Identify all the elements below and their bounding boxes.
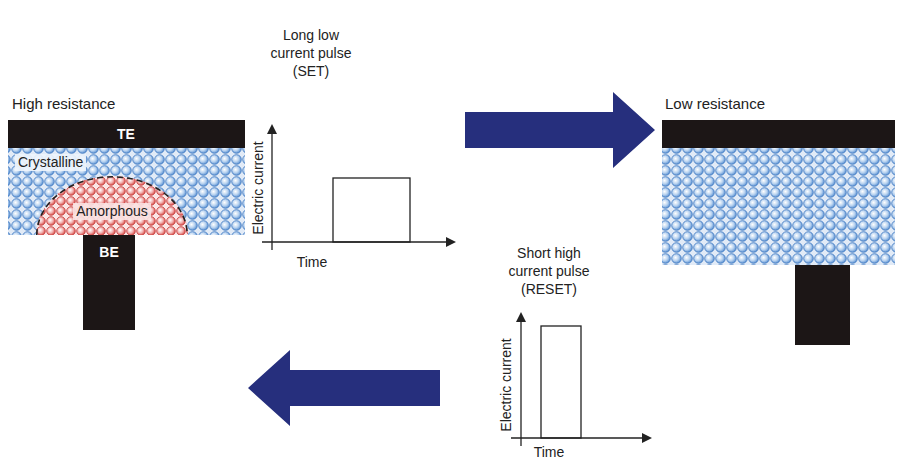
axis-label: Time — [297, 254, 328, 271]
set-pulse-plot — [262, 132, 448, 250]
text-holder: Time — [534, 443, 565, 461]
node-label: High resistance — [12, 95, 115, 112]
top-electrode — [662, 120, 895, 148]
text-holder: Short high current pulse (RESET) — [501, 244, 597, 298]
block-arrow — [465, 92, 655, 168]
axis-label: Time — [534, 444, 565, 461]
reset-pulse-chart: Short high current pulse (RESET) Electric… — [440, 240, 665, 464]
set-pulse-chart: Long low current pulse (SET) Electric cur… — [240, 22, 465, 278]
amorphous-fill — [36, 176, 188, 235]
text-holder: BE — [99, 243, 118, 261]
axis-label: Electric current — [498, 338, 515, 431]
node-label: TE — [117, 126, 135, 143]
text-holder: Amorphous — [73, 202, 151, 220]
text-holder: High resistance — [12, 95, 115, 113]
text-holder: Long low current pulse (SET) — [263, 26, 359, 80]
text-holder: Time — [297, 253, 328, 271]
node-label: Low resistance — [665, 95, 765, 112]
text-holder: Electric current — [249, 141, 267, 234]
bottom-electrode — [795, 265, 850, 345]
axis-arrowhead — [642, 433, 652, 443]
axis-arrowhead — [446, 237, 456, 247]
block-arrow — [248, 350, 440, 426]
cell-low-resistance: Low resistance — [655, 92, 900, 352]
amorphous-boundary — [37, 177, 187, 235]
node-label: Short high current pulse (RESET) — [509, 245, 590, 297]
node-label: Crystalline — [15, 154, 86, 171]
node-label: Long low current pulse (SET) — [271, 27, 352, 79]
axis-arrowhead — [267, 124, 277, 134]
amorphous-region: Amorphous — [36, 176, 188, 235]
text-holder: Electric current — [497, 338, 515, 431]
bottom-electrode: BE — [83, 235, 135, 330]
crystalline-layer-fill — [8, 148, 245, 235]
node-label: Amorphous — [73, 203, 151, 220]
reset-pulse-plot — [511, 320, 644, 446]
top-electrode: TE — [8, 120, 245, 148]
crystalline-layer-fill — [662, 148, 895, 265]
axis-label: Electric current — [250, 141, 267, 234]
cell-high-resistance: TE Amorphous CrystallineBE High resistance — [6, 92, 248, 434]
text-holder: Low resistance — [665, 95, 765, 113]
node-label: BE — [99, 244, 118, 261]
crystalline-layer: Amorphous Crystalline — [8, 148, 245, 235]
text-holder: TE — [117, 125, 135, 143]
axis-arrowhead — [516, 312, 526, 322]
text-holder: Crystalline — [15, 153, 86, 171]
